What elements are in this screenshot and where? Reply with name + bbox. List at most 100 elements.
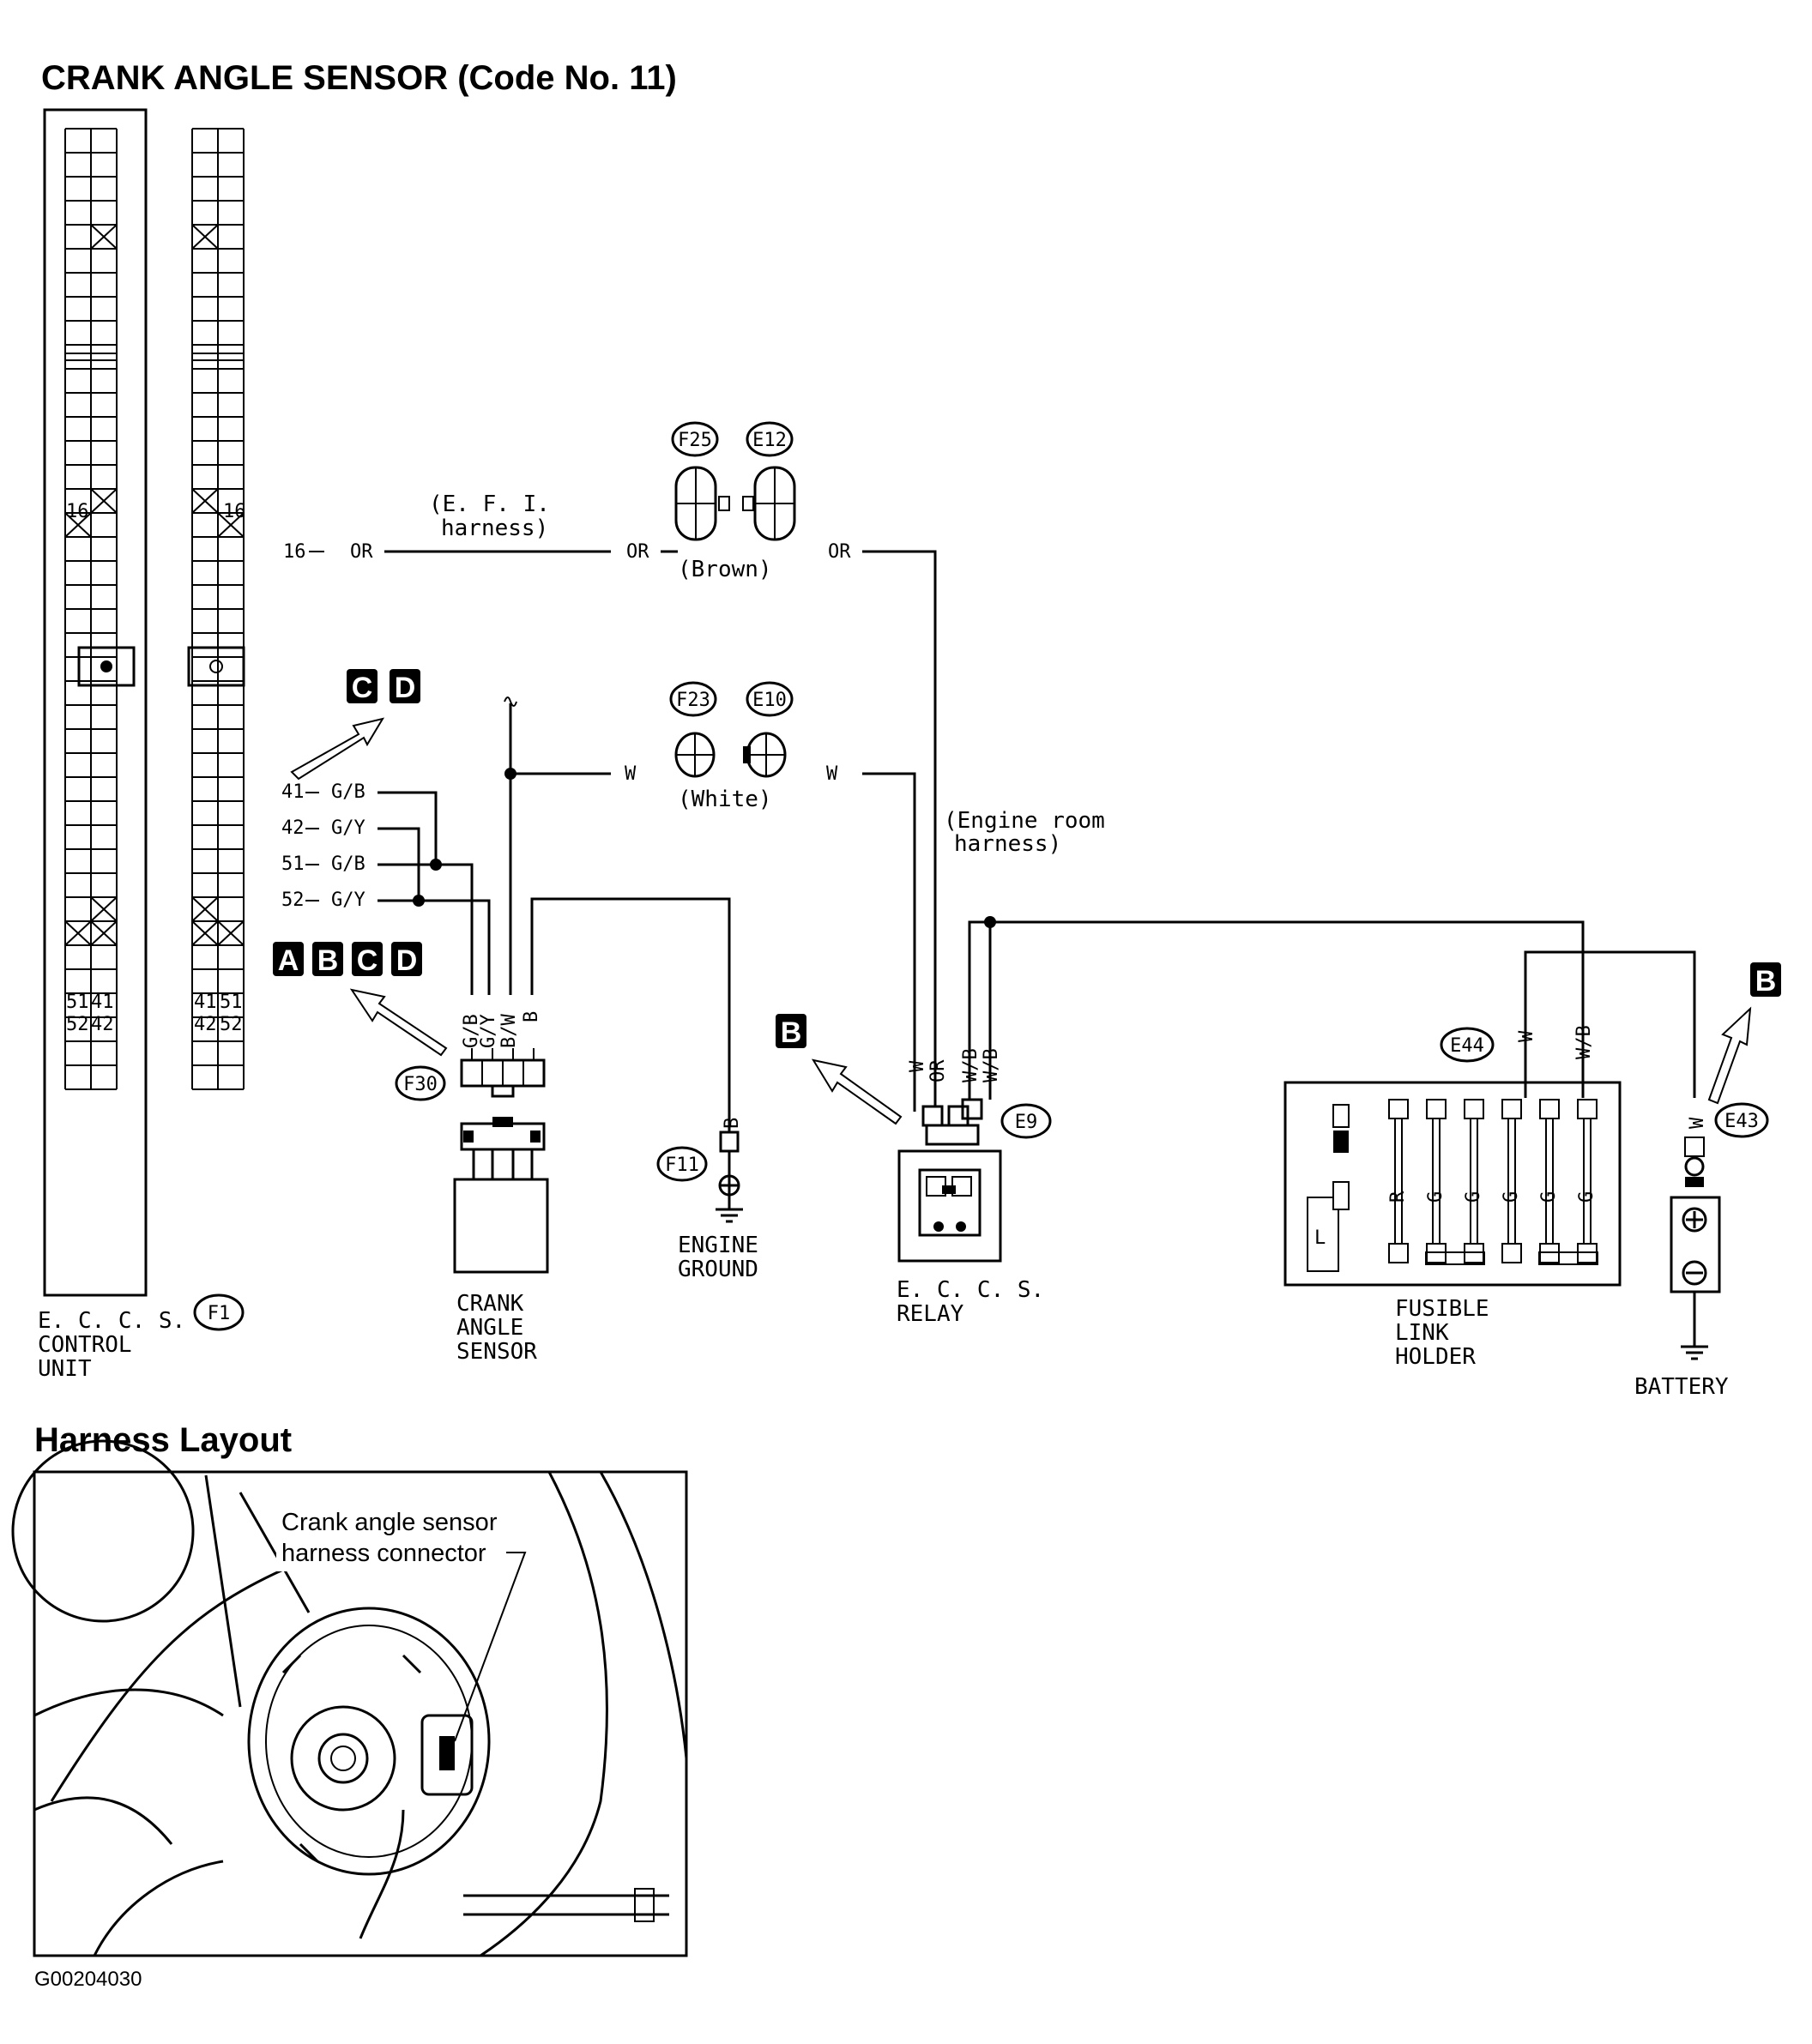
cas-label-line1: CRANK	[456, 1291, 524, 1317]
engine-ground: B F11 ENGINE GROUND	[656, 1098, 758, 1282]
ecu-pin-41: 41	[91, 992, 114, 1013]
or-wire-label-3: OR	[828, 541, 851, 563]
fuse-g-4: G	[1538, 1191, 1560, 1203]
battery-positive-icon	[1682, 1207, 1707, 1233]
ref-arrow-battery	[1707, 1006, 1752, 1105]
fuse-link-bottom	[1388, 1243, 1409, 1263]
f1-pin-52: 52	[220, 1014, 243, 1035]
f11-badge-label: F11	[665, 1155, 699, 1176]
relay-wire-w: W	[907, 1060, 928, 1072]
sensor-harness-connector	[420, 1714, 474, 1796]
f23-badge	[669, 681, 717, 717]
f1-pin-41: 41	[194, 992, 217, 1013]
ecu-pin-16: 16	[66, 501, 89, 522]
fuse-link-top	[1539, 1099, 1560, 1119]
engine-room-harness-label-2: harness)	[954, 831, 1061, 857]
relay-label-line2: RELAY	[897, 1301, 964, 1327]
ecu-blank-terminal	[90, 896, 118, 922]
fuse-label-line3: HOLDER	[1395, 1344, 1476, 1370]
ref-arrow-abcd	[349, 988, 448, 1057]
ref-group-cd: C D	[290, 669, 420, 781]
ecu-terminal-grid	[64, 128, 118, 1090]
w-wire-label-2: W	[826, 763, 838, 785]
efi-harness-label-2: harness)	[441, 516, 548, 541]
sensor-signal-wires: 41 G/B 42 G/Y 51 G/B 52 G/Y	[281, 781, 731, 1098]
wire-42-gy: G/Y	[331, 817, 365, 839]
w-wire-label-1: W	[625, 763, 637, 785]
wb-junction	[984, 916, 996, 928]
or-wire-label-2: OR	[626, 541, 649, 563]
ground-label-line1: ENGINE	[678, 1233, 758, 1258]
ref-letter-a: A	[278, 944, 299, 977]
fuse-links	[1388, 1099, 1598, 1265]
fuse-g-5: G	[1576, 1191, 1598, 1203]
ref-group-relay: B	[776, 1014, 903, 1125]
fuse-link-bottom	[1501, 1243, 1522, 1263]
e10-badge	[746, 681, 794, 717]
ref-letter-b-battery: B	[1755, 965, 1777, 998]
eccs-relay: W OR W/B W/B E9 E. C. C. S. RELAY	[897, 1048, 1052, 1327]
f30-badge	[395, 1065, 446, 1101]
ref-letter-d: D	[395, 672, 416, 704]
fuse-g-3: G	[1501, 1191, 1522, 1203]
w-wire-engine-room	[862, 772, 916, 1106]
ecu-connector: 16 51 41 52 42 E. C. C. S. CONTROL UNIT	[38, 108, 185, 1382]
callout-line1: Crank angle sensor	[281, 1509, 498, 1536]
f1-pin-16: 16	[223, 501, 246, 522]
callout-leader	[454, 1552, 527, 1742]
white-connector-label: (White)	[678, 787, 772, 812]
or-circuit: 16 OR (E. F. I. harness) OR OR (Brown)	[283, 491, 937, 1106]
f25-badge-label: F25	[678, 430, 712, 451]
f1-latch	[187, 646, 245, 687]
fuse-holder-body	[1284, 1081, 1622, 1287]
ecu-pin-51: 51	[66, 992, 89, 1013]
ref-arrow-cd	[290, 717, 385, 781]
cas-label-line3: SENSOR	[456, 1339, 537, 1365]
f30-badge-label: F30	[403, 1074, 438, 1095]
ref-letter-d2: D	[396, 944, 418, 977]
f30-wire-gb: G/B	[461, 1014, 482, 1048]
fuse-wire-wb: W/B	[1573, 1025, 1595, 1059]
f1-blank-terminal	[191, 896, 219, 922]
fuse-label-l: L	[1314, 1227, 1326, 1249]
relay-body	[897, 1149, 1002, 1263]
e9-badge-label: E9	[1015, 1112, 1038, 1133]
f1-blank-terminal	[191, 920, 219, 946]
ground-label-line2: GROUND	[678, 1257, 758, 1282]
fuse-link-top	[1464, 1099, 1484, 1119]
ecu-blank-terminal	[90, 224, 118, 250]
cas-label-line2: ANGLE	[456, 1315, 523, 1341]
e43-badge	[1714, 1102, 1769, 1138]
e12-badge-label: E12	[752, 430, 787, 451]
fuse-wire-w: W	[1516, 1030, 1537, 1042]
ecu-latch-dot	[100, 660, 112, 672]
or-wire-label-1: OR	[350, 541, 373, 563]
or-wire-engine-room	[862, 550, 937, 1106]
f1-blank-terminal	[217, 512, 245, 538]
f1-latch-dot	[209, 660, 223, 673]
f1-badge-label: F1	[208, 1303, 231, 1324]
brown-connector-pair: F25 E12	[671, 421, 796, 541]
callout-line2: harness connector	[281, 1540, 486, 1567]
harness-layout-illustration: Crank angle sensor harness connector	[11, 1439, 688, 1957]
fuse-link-top	[1577, 1099, 1598, 1119]
ecu-blank-terminal	[90, 920, 118, 946]
w-circuit: W W (White) (Engine room harness)	[504, 696, 1105, 1106]
ref-letter-c: C	[352, 672, 373, 704]
f1-pin-51: 51	[220, 992, 243, 1013]
ecu-label-line1: E. C. C. S.	[38, 1308, 185, 1334]
wire-52-gy: G/Y	[331, 889, 365, 911]
ground-wire	[530, 897, 731, 1098]
f11-badge	[656, 1146, 708, 1182]
fuse-g-1: G	[1425, 1191, 1447, 1203]
ecu-blank-terminal	[90, 488, 118, 514]
wb-wire-1	[968, 920, 1585, 1100]
diagram-title: CRANK ANGLE SENSOR (Code No. 11)	[41, 59, 677, 97]
wire-41-gb: G/B	[331, 781, 365, 803]
battery: W E43 BATTERY	[1634, 1102, 1769, 1400]
ecu-pin-52: 52	[66, 1014, 89, 1035]
e44-badge-label: E44	[1450, 1035, 1484, 1057]
relay-wire-or: OR	[927, 1059, 949, 1082]
white-connector-pair: F23 E10	[669, 681, 794, 778]
